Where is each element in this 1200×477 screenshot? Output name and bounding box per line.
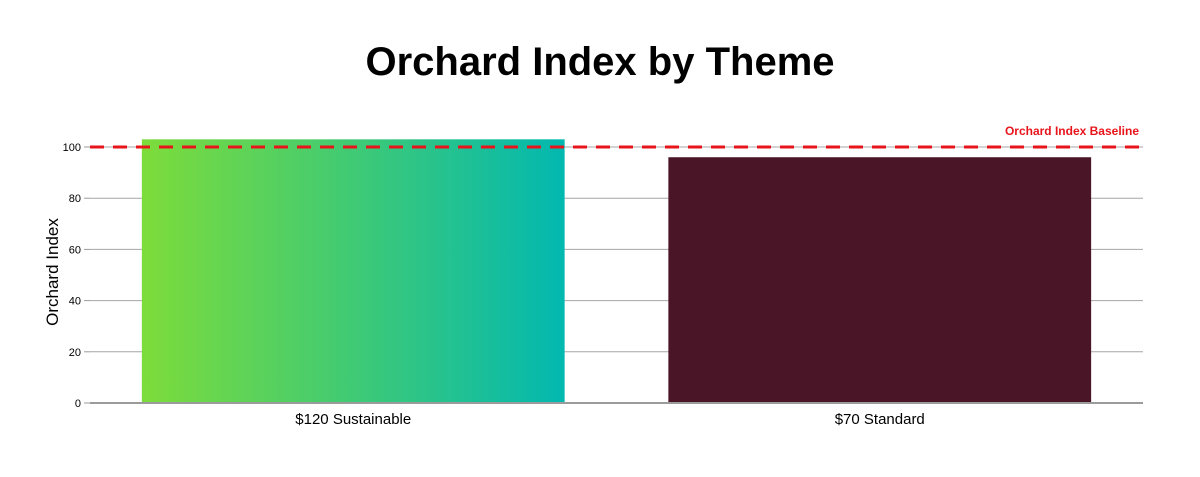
y-tick-label: 40 xyxy=(69,296,81,308)
x-axis-categories: $120 Sustainable $70 Standard xyxy=(295,411,925,428)
y-axis-label: Orchard Index xyxy=(43,218,62,326)
bar xyxy=(141,139,565,403)
chart-title: Orchard Index by Theme xyxy=(365,40,834,84)
bar xyxy=(668,157,1092,403)
x-tick-label: $70 Standard xyxy=(835,411,925,428)
y-tick-label: 20 xyxy=(69,347,81,359)
y-tick-label: 60 xyxy=(69,244,81,256)
baseline-reference-label: Orchard Index Baseline xyxy=(1005,124,1139,138)
y-tick-label: 80 xyxy=(69,193,81,205)
bars xyxy=(141,139,1092,403)
y-tick-label: 100 xyxy=(63,142,81,154)
x-tick-label: $120 Sustainable xyxy=(295,411,411,428)
y-tick-label: 0 xyxy=(75,398,81,410)
y-axis-ticks: 0 20 40 60 80 100 xyxy=(63,142,90,410)
